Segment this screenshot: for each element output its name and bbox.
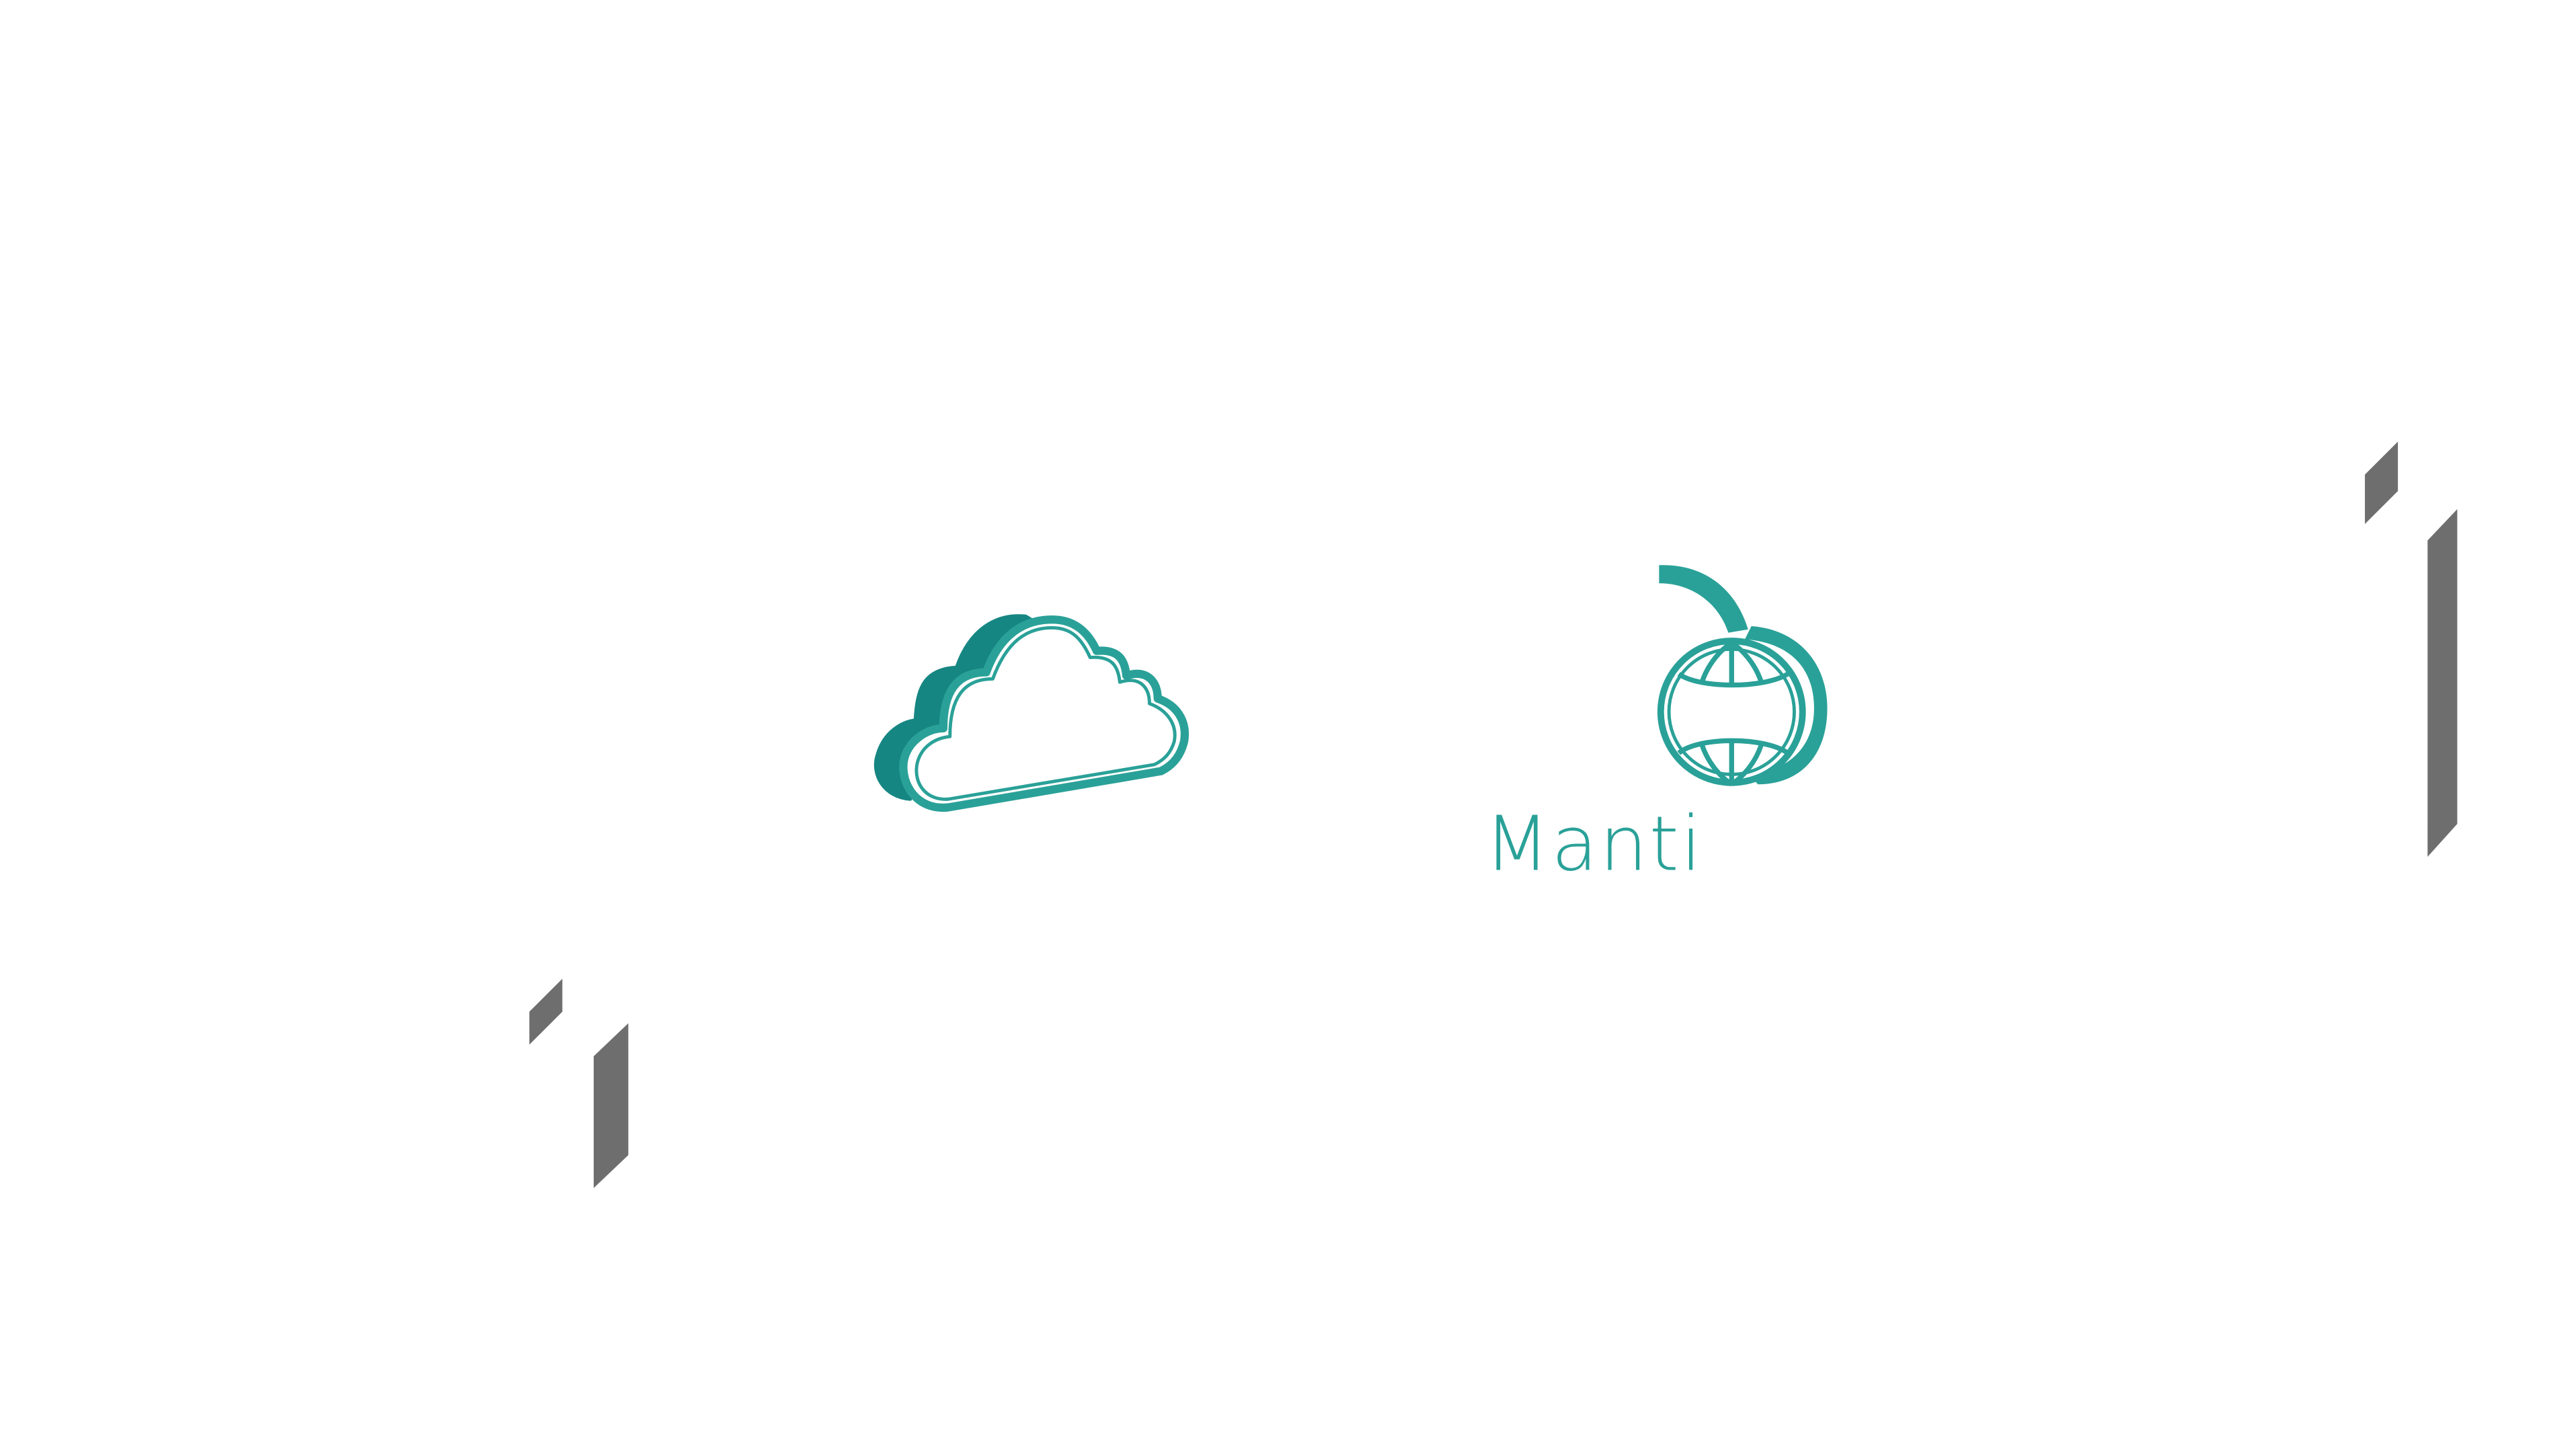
globe-apple-icon bbox=[1657, 565, 1828, 787]
cloud-icon bbox=[873, 614, 1189, 812]
panel-tall-bottom-left bbox=[593, 1023, 629, 1188]
cloud-outline bbox=[899, 615, 1189, 812]
globe-lower-grid bbox=[1677, 738, 1789, 787]
grey-panel-top-right bbox=[2365, 441, 2458, 857]
grey-panel-bottom-left bbox=[529, 979, 629, 1188]
panel-small-top-right bbox=[2365, 441, 2398, 525]
globe-upper-grid bbox=[1677, 640, 1789, 688]
stem-shape bbox=[1659, 565, 1748, 633]
panel-tall-top-right bbox=[2427, 509, 2458, 857]
brand-wordmark: Manti bbox=[1484, 800, 1703, 888]
apple-back-shell bbox=[1744, 626, 1828, 785]
cloud-inner-line bbox=[914, 626, 1177, 801]
panel-small-bottom-left bbox=[529, 979, 563, 1045]
